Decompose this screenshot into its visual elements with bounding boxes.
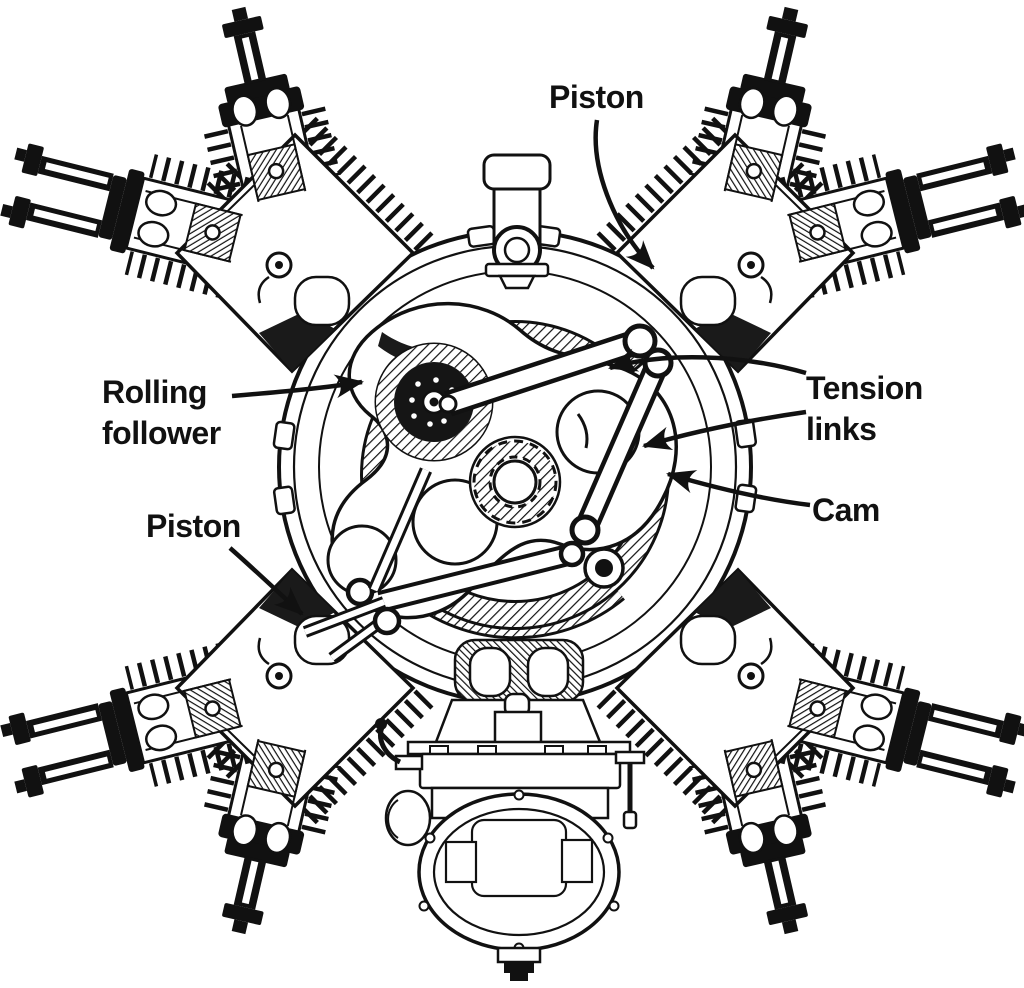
arrow-piston-top (593, 119, 655, 270)
arrow-piston-left (228, 546, 304, 616)
label-cam: Cam (812, 492, 880, 528)
label-rolling-follower: Rolling follower (102, 374, 221, 451)
arrow-rolling-follower (231, 374, 364, 399)
crank-bearing (583, 547, 625, 589)
label-tension-links: Tension links (806, 370, 923, 447)
arrow-tension-link-1 (608, 348, 807, 376)
label-piston-top: Piston (549, 79, 644, 115)
pushrod (368, 467, 432, 593)
spline-hub (468, 435, 562, 529)
tension-link-lower (569, 347, 674, 546)
forked-rod (302, 540, 586, 663)
leader-arrows (228, 119, 811, 616)
arrow-tension-link-2 (642, 409, 807, 450)
tension-link-upper (438, 323, 658, 417)
linkage (302, 323, 674, 663)
label-piston-left: Piston (146, 508, 241, 544)
rolling-follower (374, 332, 494, 462)
carburetor (375, 638, 646, 981)
filler-cap (482, 153, 552, 290)
arrow-cam (666, 470, 811, 508)
